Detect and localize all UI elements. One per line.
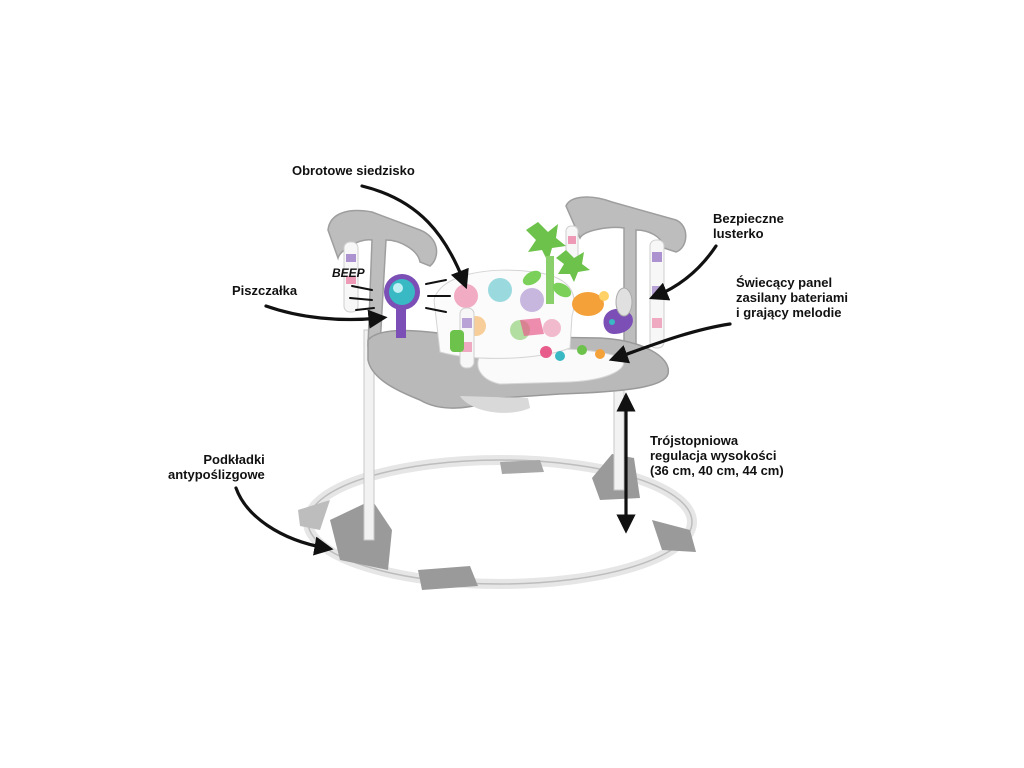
left-arch <box>327 209 438 347</box>
label-squeaker: Piszczałka <box>232 283 298 298</box>
arrow-rotating-seat <box>360 184 469 290</box>
seat-bottom <box>460 396 530 413</box>
arrow-light-panel <box>608 322 732 364</box>
orange-ball-toy <box>572 292 604 316</box>
arrow-anti-slip-pads <box>234 486 334 556</box>
base-foot-front <box>418 566 478 590</box>
base-foot-right <box>652 520 696 552</box>
arrow-safe-mirror <box>648 244 718 301</box>
base-foot-left <box>330 500 392 570</box>
label-light-panel: Świecący panel zasilany bateriami i graj… <box>736 275 848 320</box>
right-support-tube <box>613 379 625 491</box>
squeaker-toy <box>384 274 420 338</box>
safe-mirror <box>615 287 633 317</box>
arrow-squeaker <box>264 304 388 329</box>
beep-text: BEEP <box>332 266 366 280</box>
flower-toy <box>522 222 590 304</box>
label-rotating-seat: Obrotowe siedzisko <box>292 163 415 178</box>
label-height-adjust: Trójstopniowa regulacja wysokości (36 cm… <box>650 433 784 478</box>
label-safe-mirror: Bezpieczne lusterko <box>713 211 784 241</box>
base-foot-back <box>500 460 544 474</box>
label-anti-slip-pads: Podkładki antypoślizgowe <box>168 452 265 482</box>
beep-motion-lines <box>349 279 451 313</box>
